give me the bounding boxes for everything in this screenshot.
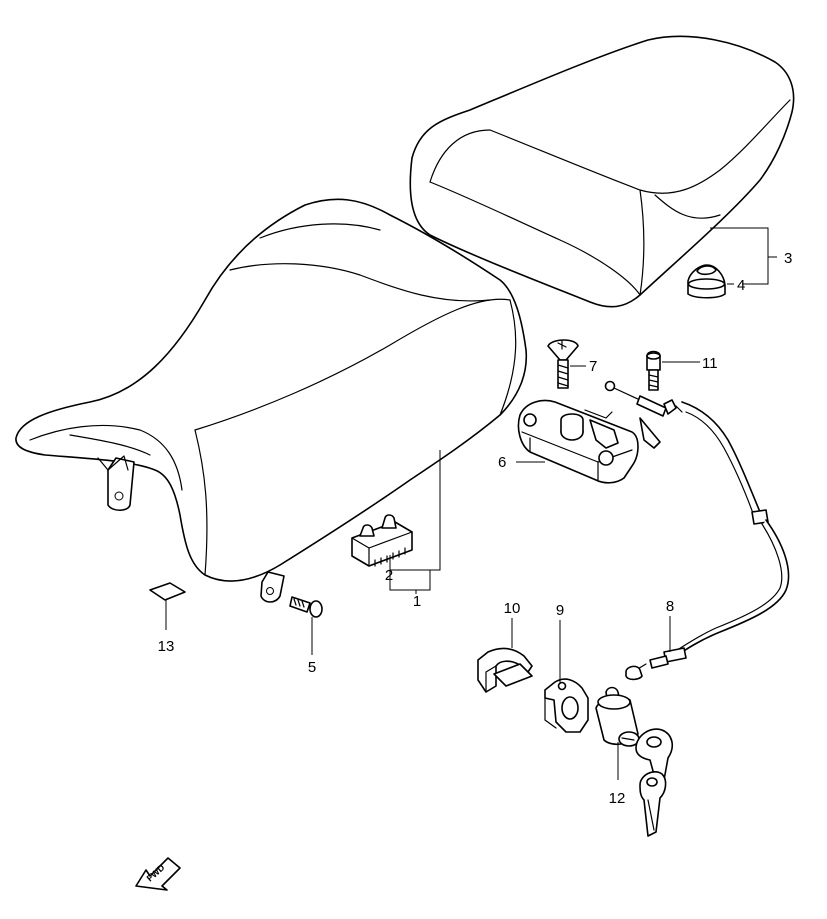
front-seat — [15, 198, 528, 603]
fwd-arrow-icon: FWD — [135, 857, 181, 891]
rubber-cushion — [687, 264, 726, 299]
callout-7: 7 — [589, 358, 597, 375]
leader-lines — [165, 227, 777, 780]
key — [635, 728, 674, 837]
label-sticker — [149, 582, 186, 601]
cable-clamp — [477, 647, 533, 693]
callout-11: 11 — [702, 355, 718, 372]
callout-12: 12 — [609, 790, 626, 807]
callout-6: 6 — [498, 454, 506, 471]
seat-lock-cable — [604, 380, 790, 681]
lock-cylinder — [595, 686, 640, 747]
rear-seat — [409, 35, 795, 308]
callout-9: 9 — [556, 602, 564, 619]
callout-4: 4 — [737, 277, 745, 294]
screw — [547, 339, 579, 389]
callout-5: 5 — [308, 659, 316, 676]
callout-13: 13 — [158, 638, 175, 655]
lock-bracket — [544, 678, 589, 733]
bolt-small — [646, 350, 661, 391]
seat-lock-assembly — [517, 399, 639, 484]
callout-10: 10 — [504, 600, 521, 617]
bolt — [289, 596, 323, 618]
seat-latch-block — [351, 514, 413, 567]
callout-1: 1 — [413, 593, 421, 610]
callout-labels: 1 2 3 4 5 6 7 8 9 10 11 12 13 — [158, 250, 793, 807]
callout-3: 3 — [784, 250, 792, 267]
callout-8: 8 — [666, 598, 674, 615]
callout-2: 2 — [385, 567, 393, 584]
